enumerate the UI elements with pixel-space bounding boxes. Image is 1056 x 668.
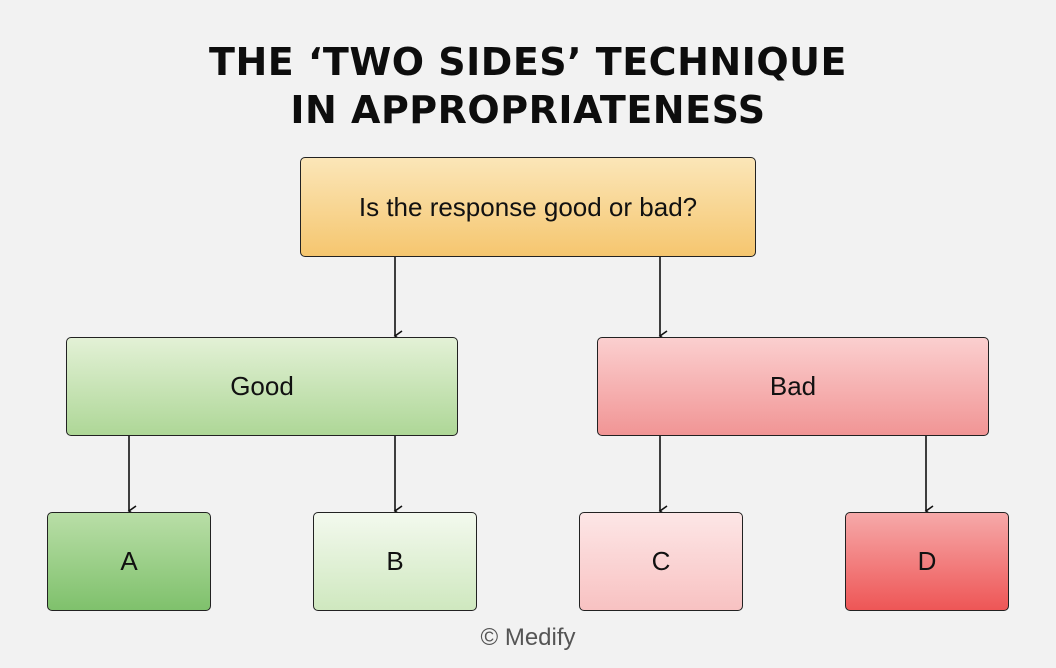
node-a: A (47, 512, 211, 611)
diagram-title: THE ‘TWO SIDES’ TECHNIQUE IN APPROPRIATE… (0, 38, 1056, 134)
node-d: D (845, 512, 1009, 611)
node-c-label: C (651, 546, 671, 576)
copyright-footer: © Medify (480, 624, 576, 651)
node-a-label: A (120, 546, 138, 576)
good-node: Good (66, 337, 458, 436)
node-b: B (313, 512, 477, 611)
good-node-label: Good (230, 371, 294, 401)
node-c: C (579, 512, 743, 611)
bad-node-label: Bad (769, 371, 817, 401)
question-node: Is the response good or bad? (300, 157, 756, 257)
node-d-label: D (917, 546, 937, 576)
bad-node: Bad (597, 337, 989, 436)
title-line-2: IN APPROPRIATENESS (290, 88, 766, 132)
question-node-label: Is the response good or bad? (358, 191, 698, 222)
title-line-1: THE ‘TWO SIDES’ TECHNIQUE (209, 40, 847, 84)
node-b-label: B (386, 546, 404, 576)
